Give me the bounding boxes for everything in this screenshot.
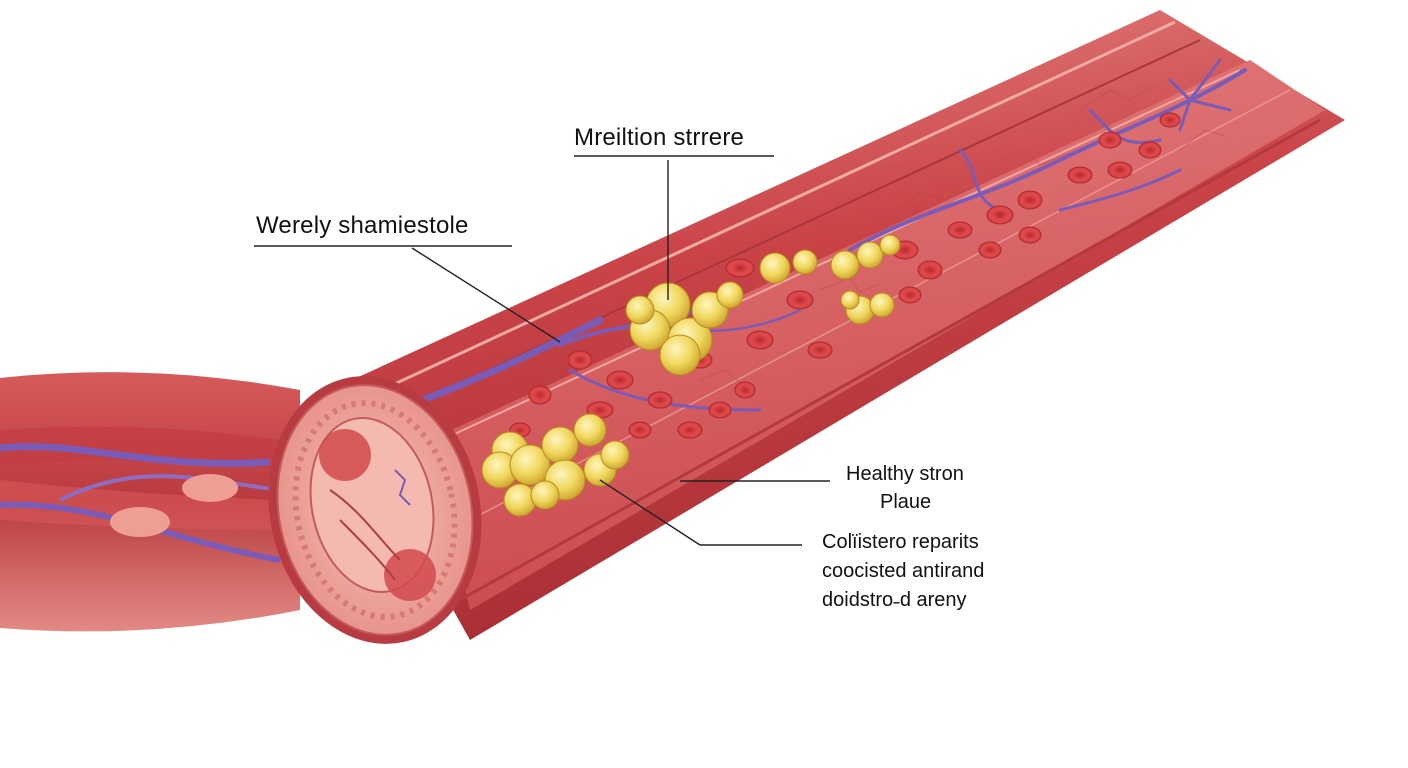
label-cholesterol-line-2: coocisted antirand [822, 560, 985, 582]
label-left: Werely shamiestole [256, 212, 469, 239]
label-plaque: Plaue [880, 491, 932, 513]
label-top: Mreiltion strrere [574, 124, 745, 151]
leader-lines [254, 155, 830, 546]
plaque-bottom [481, 413, 630, 517]
left-vessel-segment [0, 372, 300, 632]
vessel-cross-section [268, 376, 482, 644]
label-cholesterol-line-1: Colïistero reparits [822, 531, 979, 553]
label-healthy: Healthy stron [846, 463, 964, 485]
red-blood-cells [509, 112, 1181, 454]
label-cholesterol-line-3: doidstro˗d areny [822, 589, 967, 611]
plaque-top [625, 234, 901, 376]
